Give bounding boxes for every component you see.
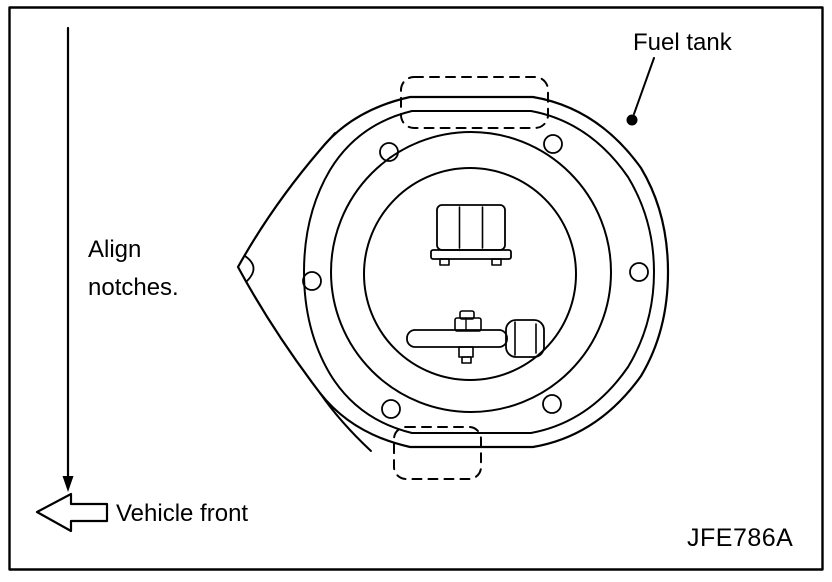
tank-hidden-outline-top <box>400 76 549 129</box>
bolt-hole <box>629 262 649 282</box>
align-notches-label-line1: Align <box>88 236 141 263</box>
bolt-holes <box>302 134 649 419</box>
notch-lower-edge-overshoot <box>319 392 372 452</box>
pump-bottom-foot <box>461 356 472 364</box>
connector-body <box>436 204 506 251</box>
bolt-hole <box>542 394 562 414</box>
fuel-pump-unit <box>406 310 545 364</box>
fuel-tank-label: Fuel tank <box>633 29 733 56</box>
fuel-tank-leader-line <box>633 57 655 115</box>
tank-hidden-outline-bottom <box>393 426 482 480</box>
electrical-connector <box>430 204 512 266</box>
connector-foot <box>491 258 502 266</box>
pump-top-knob <box>459 310 475 320</box>
down-arrowhead-icon <box>62 476 74 492</box>
retainer-ring-inner <box>363 167 577 381</box>
bolt-hole <box>302 271 322 291</box>
pump-flange-outer-outline <box>236 95 670 449</box>
connector-base <box>430 249 512 260</box>
align-notches-label-line2: notches. <box>88 274 179 301</box>
pump-top-fitting <box>454 317 482 332</box>
notch-upper-edge-overshoot <box>319 132 336 151</box>
pump-end-cap <box>505 319 545 358</box>
notch-tip-detail <box>244 255 255 282</box>
bolt-hole <box>381 399 401 419</box>
figure-code: JFE786A <box>687 524 793 552</box>
bolt-hole <box>543 134 563 154</box>
pump-tube <box>406 329 508 348</box>
vehicle-front-arrow-icon <box>35 492 109 533</box>
connector-foot <box>439 258 450 266</box>
vehicle-front-label: Vehicle front <box>116 500 248 527</box>
retainer-ring-outer <box>330 131 612 413</box>
figure-border <box>8 6 824 571</box>
fuel-tank-leader-dot <box>626 114 638 126</box>
pump-bottom-tab <box>458 346 474 358</box>
pump-flange-inner-outline <box>303 110 655 434</box>
